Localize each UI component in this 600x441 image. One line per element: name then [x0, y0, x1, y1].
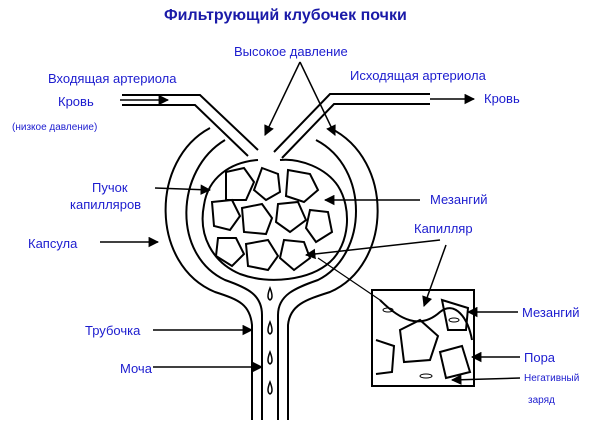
capsule-label: Капсула	[28, 236, 78, 251]
mesangium-inset-label: Мезангий	[522, 305, 580, 320]
inset-connector	[317, 257, 381, 301]
negative-label-2: заряд	[528, 395, 555, 406]
bundle-label-1: Пучок	[92, 180, 128, 195]
urine-label: Моча	[120, 361, 152, 376]
blood-in-label: Кровь	[58, 94, 94, 109]
capillary-tuft	[201, 158, 348, 281]
pore-label: Пора	[524, 350, 556, 365]
bowmans-capsule	[164, 127, 379, 420]
diagram-title: Фильтрующий клубочек почки	[164, 7, 407, 24]
inset-detail	[371, 289, 475, 387]
blood-out-label: Кровь	[484, 91, 520, 106]
arrows	[100, 61, 521, 385]
tubule-label: Трубочка	[85, 323, 141, 338]
negative-label-1: Негативный	[524, 373, 580, 384]
capillary-label: Капилляр	[414, 221, 473, 236]
mesangium-main-label: Мезангий	[430, 192, 488, 207]
urine-droplets	[267, 285, 273, 395]
bundle-label-2: капилляров	[70, 197, 142, 212]
high-pressure-label: Высокое давление	[234, 44, 348, 59]
low-pressure-label: (низкое давление)	[12, 122, 98, 133]
afferent-arteriole	[122, 94, 259, 157]
efferent-label: Исходящая артериола	[350, 68, 486, 83]
efferent-arteriole	[273, 93, 430, 159]
afferent-label: Входящая артериола	[48, 71, 177, 86]
